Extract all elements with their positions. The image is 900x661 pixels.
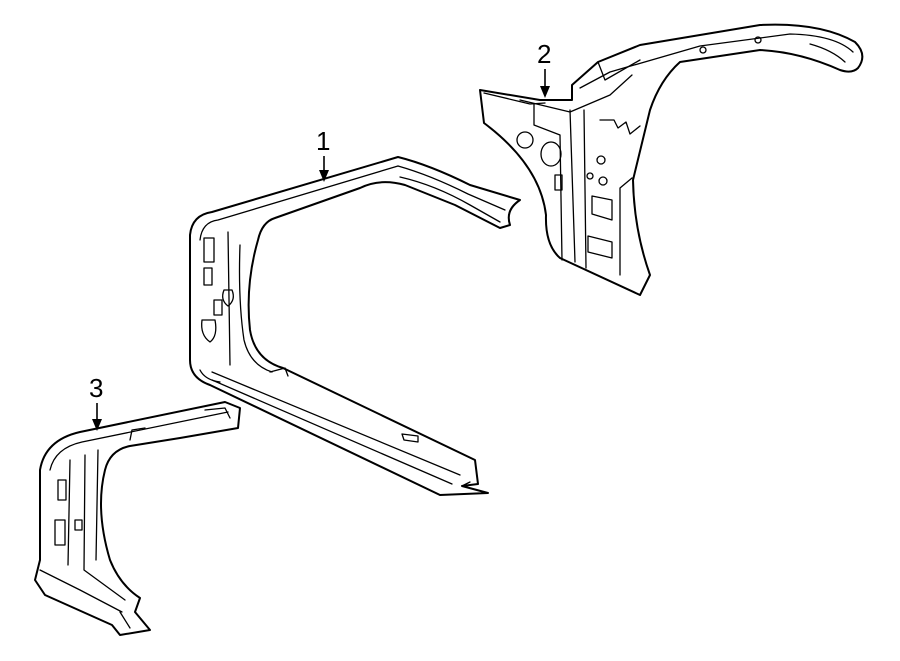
arrow-head-3 — [92, 419, 102, 431]
callout-1: 1 — [316, 126, 330, 182]
callout-2: 2 — [537, 39, 551, 98]
callout-label-2: 2 — [537, 39, 551, 69]
callout-3: 3 — [89, 373, 103, 431]
part-3-corner-rail[interactable] — [34, 401, 241, 636]
part-2-pillar-bracket[interactable] — [479, 23, 864, 296]
callout-label-1: 1 — [316, 126, 330, 156]
callout-label-3: 3 — [89, 373, 103, 403]
part-1-side-frame[interactable] — [189, 156, 521, 496]
arrow-head-2 — [540, 86, 550, 98]
arrow-head-1 — [319, 170, 329, 182]
